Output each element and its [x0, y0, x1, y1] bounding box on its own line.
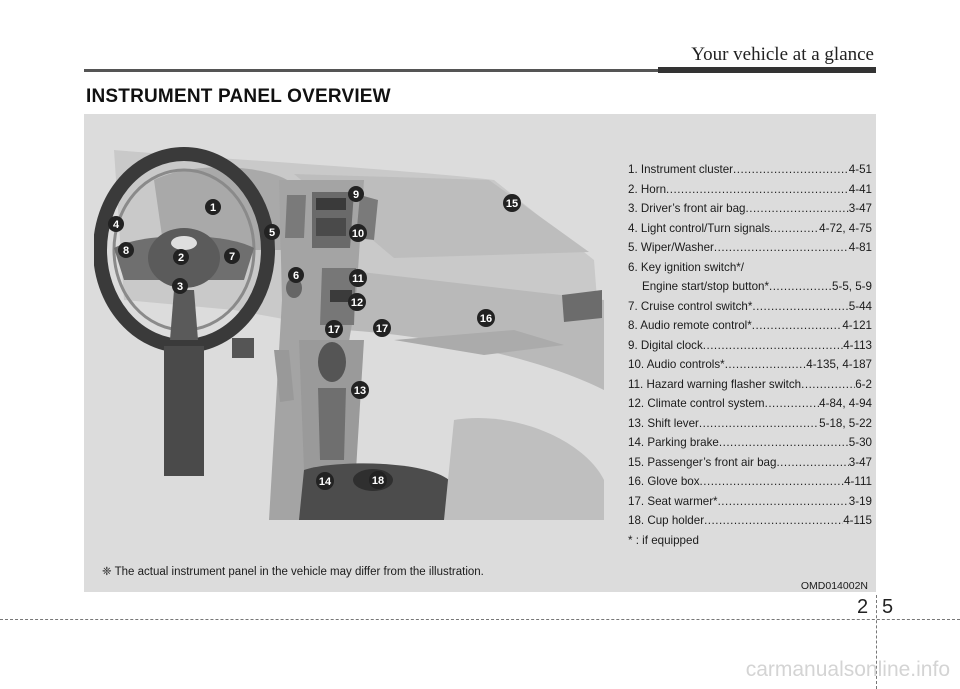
callout-badge: 11	[349, 269, 367, 287]
svg-text:16: 16	[480, 313, 492, 325]
legend-item: 8. Audio remote control*4-121	[628, 316, 872, 336]
svg-text:14: 14	[319, 476, 332, 488]
component-legend: 1. Instrument cluster4-51 2. Horn4-41 3.…	[628, 160, 872, 550]
legend-item: 7. Cruise control switch*5-44	[628, 297, 872, 317]
callout-badge: 5	[264, 224, 280, 240]
legend-item: 10. Audio controls*4-135, 4-187	[628, 355, 872, 375]
header-rule-accent	[658, 67, 876, 73]
callout-badge: 13	[351, 381, 369, 399]
callout-badge: 18	[369, 471, 387, 489]
svg-text:13: 13	[354, 385, 366, 397]
svg-text:11: 11	[352, 273, 364, 285]
instrument-panel-illustration: 1 2 3 4 5 6 7 8 9 10 11 12 13 14 15 16 1…	[94, 147, 604, 520]
callout-badge: 9	[348, 186, 364, 202]
callout-badge: 17	[325, 320, 343, 338]
svg-text:6: 6	[293, 270, 299, 282]
legend-item: 1. Instrument cluster4-51	[628, 160, 872, 180]
legend-item: 14. Parking brake5-30	[628, 433, 872, 453]
svg-text:4: 4	[113, 219, 120, 231]
legend-item: 6. Key ignition switch*/	[628, 260, 744, 274]
chapter-number: 2	[857, 596, 869, 618]
section-title: INSTRUMENT PANEL OVERVIEW	[86, 86, 391, 107]
callout-badge: 6	[288, 267, 304, 283]
callout-badge: 4	[108, 216, 124, 232]
legend-item: 16. Glove box4-111	[628, 472, 872, 492]
callout-badge: 17	[373, 319, 391, 337]
legend-item: 9. Digital clock4-113	[628, 336, 872, 356]
legend-item: 15. Passenger’s front air bag3-47	[628, 453, 872, 473]
legend-item: 11. Hazard warning flasher switch6-2	[628, 375, 872, 395]
figure-code: OMD014002N	[800, 580, 868, 592]
callout-badge: 16	[477, 309, 495, 327]
illustration-disclaimer: ❈ The actual instrument panel in the veh…	[102, 566, 484, 578]
svg-text:5: 5	[269, 227, 275, 239]
svg-text:17: 17	[376, 323, 388, 335]
footer-rule	[0, 619, 960, 620]
legend-item: 4. Light control/Turn signals4-72, 4-75	[628, 219, 872, 239]
callout-badge: 12	[348, 293, 366, 311]
svg-text:12: 12	[351, 297, 363, 309]
svg-text:10: 10	[352, 228, 364, 240]
legend-item: 18. Cup holder4-115	[628, 511, 872, 531]
callout-badge: 2	[173, 249, 189, 265]
header-rule	[84, 69, 876, 72]
svg-text:18: 18	[372, 475, 384, 487]
legend-item: 17. Seat warmer*3-19	[628, 492, 872, 512]
callout-badge: 14	[316, 472, 334, 490]
svg-text:17: 17	[328, 324, 340, 336]
watermark: carmanualsonline.info	[745, 658, 950, 681]
svg-text:8: 8	[123, 245, 129, 257]
svg-text:2: 2	[178, 252, 184, 264]
footer-divider	[876, 595, 877, 689]
svg-text:15: 15	[506, 198, 518, 210]
page-number: 5	[882, 596, 894, 618]
svg-text:3: 3	[177, 281, 183, 293]
legend-item: 5. Wiper/Washer4-81	[628, 238, 872, 258]
legend-item: 12. Climate control system4-84, 4-94	[628, 394, 872, 414]
legend-item: 3. Driver’s front air bag3-47	[628, 199, 872, 219]
legend-item: 2. Horn4-41	[628, 180, 872, 200]
callout-badge: 8	[118, 242, 134, 258]
svg-text:7: 7	[229, 251, 235, 263]
callout-badge: 10	[349, 224, 367, 242]
svg-text:9: 9	[353, 189, 359, 201]
svg-text:1: 1	[210, 202, 216, 214]
running-header: Your vehicle at a glance	[691, 44, 874, 65]
callout-badge: 7	[224, 248, 240, 264]
callout-badge: 3	[172, 278, 188, 294]
legend-footnote: * : if equipped	[628, 533, 699, 547]
callout-badge: 15	[503, 194, 521, 212]
legend-item: Engine start/stop button*5-5, 5-9	[628, 277, 872, 297]
legend-item: 13. Shift lever5-18, 5-22	[628, 414, 872, 434]
callout-badge: 1	[205, 199, 221, 215]
